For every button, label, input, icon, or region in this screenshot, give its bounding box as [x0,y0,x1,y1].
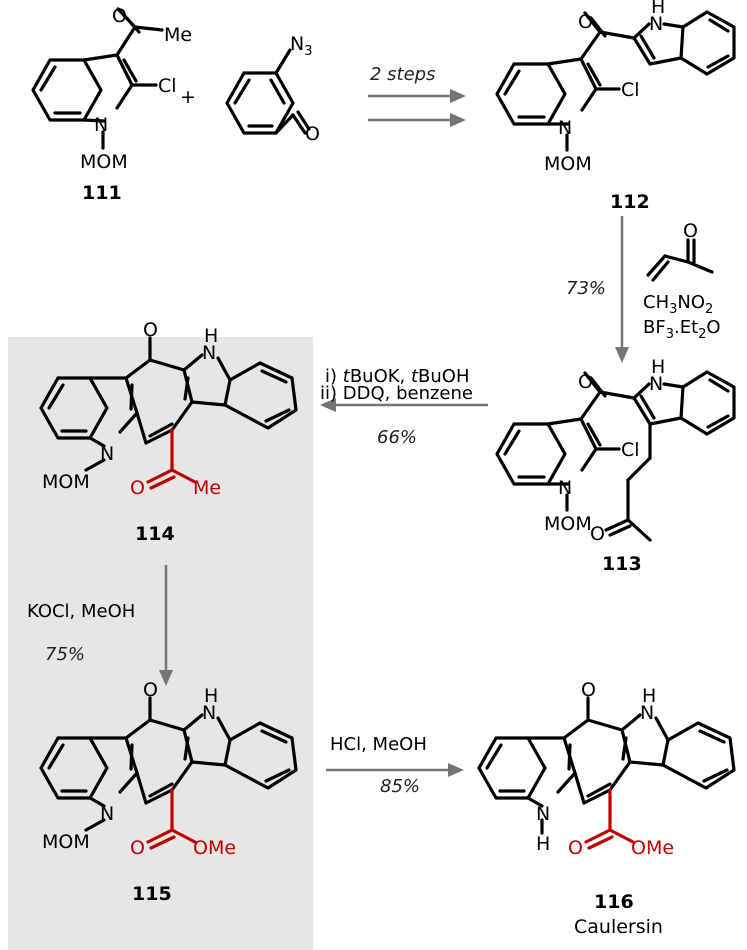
methoxy-label: OMe [193,837,236,859]
step-3-line-1: i) tBuOK, tBuOH [325,366,470,387]
oxygen-label: O [112,5,127,27]
mom-label: MOM [544,513,592,535]
ketone-oxygen-label: O [590,523,605,545]
nitrogen-label: N [558,117,572,139]
compound-113: O N H Cl N MOM O 113 [495,356,736,575]
ester-oxygen-label: O [568,837,583,859]
compound-111: O Me Cl N MOM 111 [31,5,192,204]
azidobenzaldehyde: N3 O [225,33,320,145]
step-2-yield: 73% [566,278,606,299]
methoxy-label: OMe [631,837,674,859]
chlorine-label: Cl [621,439,640,461]
hydrogen-label: H [536,833,550,855]
step-4: KOCl, MeOH 75% [27,565,173,686]
ketone-oxygen-label: O [143,319,158,341]
compound-114: O N H N MOM O Me 114 [39,319,298,545]
ketone-oxygen-label: O [581,679,596,701]
nitrogen-label: N [202,702,216,724]
step-3: i) tBuOK, tBuOH ii) DDQ, benzene ii) DDQ… [320,366,488,448]
step-1-arrows: 2 steps [368,64,466,127]
nitrogen-label: N [649,13,663,35]
hydrogen-label: H [651,356,665,378]
acetyl-methyl-label: Me [193,477,221,499]
compound-115: O N H N MOM O OMe 115 [39,679,298,905]
nitrogen-label: N [640,702,654,724]
hydrogen-label: H [651,0,665,18]
chlorine-label: Cl [158,75,177,97]
step-1-label: 2 steps [370,64,436,85]
nitrogen-label: N [100,803,114,825]
ester-oxygen-label: O [130,837,145,859]
mom-label: MOM [80,151,128,173]
nitrogen-label: N [94,114,108,136]
nitrogen-label: N [100,443,114,465]
nitrogen-label: N [649,373,663,395]
compound-id-113: 113 [602,553,642,575]
mom-label: MOM [544,153,592,175]
hydrogen-label: H [204,685,218,707]
step-2-reagent-2: BF3.Et2O [643,317,721,342]
ketone-oxygen-label: O [143,679,158,701]
compound-id-114: 114 [135,523,175,545]
mom-label: MOM [42,831,90,853]
step-4-reagent: KOCl, MeOH [27,601,135,622]
hydrogen-label: H [204,325,218,347]
methyl-label: Me [164,24,192,46]
step-5-reagent: HCl, MeOH [330,734,427,755]
oxygen-label: O [578,11,593,33]
mom-label: MOM [42,471,90,493]
step-5: HCl, MeOH 85% [326,734,464,797]
compound-id-116: 116 [594,891,634,913]
nitrogen-label: N [558,477,572,499]
step-4-yield: 75% [45,644,85,665]
step-2-reagent-1: CH3NO2 [643,292,713,317]
oxygen-label: O [578,371,593,393]
acetyl-oxygen-label: O [130,477,145,499]
step-2: O 73% CH3NO2 BF3.Et2O [566,216,721,363]
aldehyde-oxygen-label: O [305,123,320,145]
compound-id-112: 112 [610,191,650,213]
compound-name-116: Caulersin [574,916,663,938]
compound-id-111: 111 [82,182,122,204]
oxygen-label: O [683,220,698,242]
step-5-yield: 85% [380,776,420,797]
plus-sign: + [180,86,196,108]
nitrogen-label: N [202,342,216,364]
hydrogen-label: H [642,685,656,707]
nitrogen-label: N [536,803,550,825]
compound-id-115: 115 [132,883,172,905]
azide-label: N3 [290,33,313,59]
compound-112: O N H Cl N MOM 112 [495,0,736,213]
step-3-yield: 66% [377,427,417,448]
chlorine-label: Cl [621,79,640,101]
compound-116: O N H N H O OMe [477,679,736,859]
